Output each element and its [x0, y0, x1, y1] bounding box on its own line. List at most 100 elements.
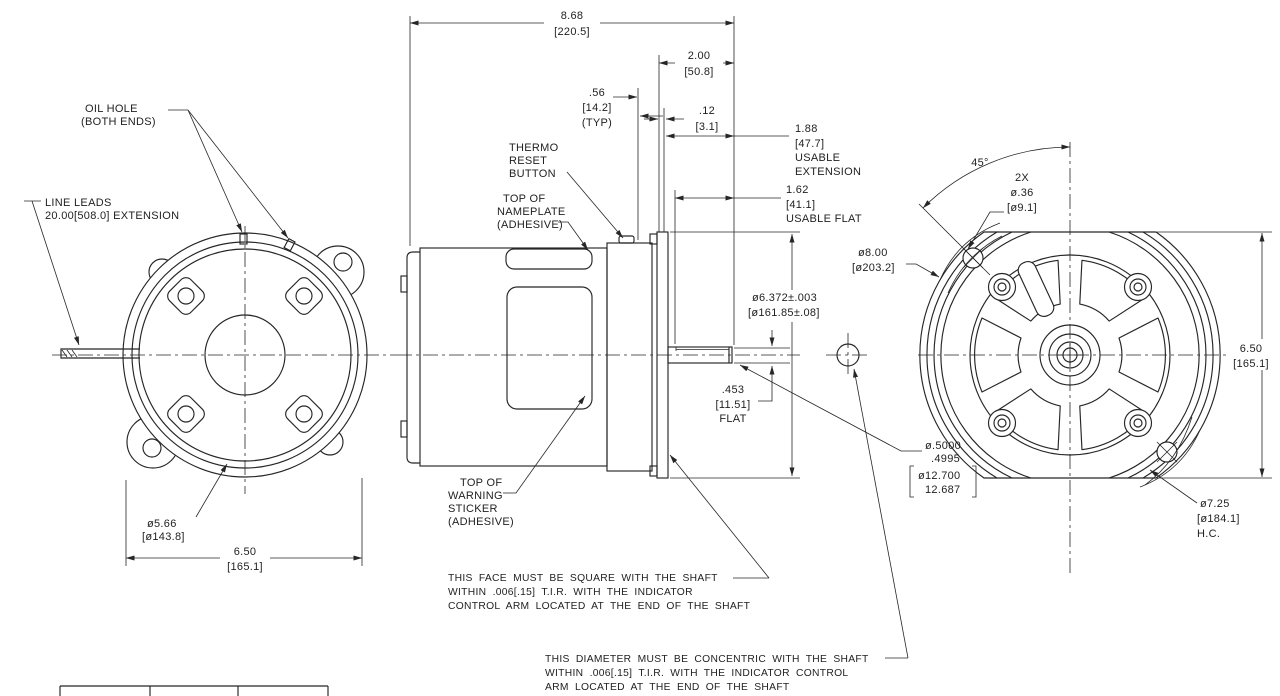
note-concentric-2: WITHIN .006[.15] T.I.R. WITH THE INDICAT… [545, 668, 848, 679]
front-view [739, 142, 1276, 575]
shaft-dia-mm-min: 12.687 [925, 484, 960, 496]
usable-flat-word: USABLE FLAT [786, 213, 862, 225]
title-block [59, 685, 329, 696]
usable-ext-word1: USABLE [795, 152, 840, 164]
thermo-reset-button [618, 235, 635, 244]
ear-hole [333, 252, 353, 272]
thermo-label2: RESET [509, 155, 547, 167]
mount-holes-value: ø.36 [1010, 187, 1033, 199]
extension-lines [409, 16, 735, 345]
nameplate-leader [558, 221, 589, 251]
overall-length-value: 8.68 [561, 10, 584, 22]
face-offset-metric: [3.1] [696, 121, 719, 133]
warning-sticker [506, 286, 593, 410]
datum-target [826, 333, 870, 377]
nameplate-label3: (ADHESIVE) [497, 219, 563, 231]
through-bolt [400, 420, 408, 438]
rear-width-value: 6.50 [234, 546, 257, 558]
face-offset-value: .12 [699, 105, 715, 117]
thermo-label3: BUTTON [509, 168, 556, 180]
front-endbell [606, 242, 653, 472]
typ-metric: [14.2] [582, 102, 611, 114]
oil-hole [239, 233, 248, 245]
line-leads-wire [60, 348, 140, 359]
thermo-label1: THERMO [509, 142, 559, 154]
inner-dia-metric: [ø143.8] [142, 531, 185, 543]
front-height-dimension [1157, 231, 1276, 479]
shaft-flat-metric: [11.51] [716, 399, 751, 411]
outer-dia-metric: [ø203.2] [852, 262, 895, 274]
rear-width-dimension [125, 478, 363, 574]
hole-circle-abbr: H.C. [1197, 528, 1220, 540]
outer-dia-value: ø8.00 [858, 247, 888, 259]
shaft-flat-dimension [734, 330, 790, 402]
shaft-length-value: 2.00 [688, 50, 711, 62]
mount-holes-qty: 2X [1015, 172, 1029, 184]
warning-label1: TOP OF [460, 477, 502, 489]
note-face-square-2: WITHIN .006[.15] T.I.R. WITH THE INDICAT… [448, 587, 693, 598]
nameplate-label2: NAMEPLATE [497, 206, 566, 218]
bolt-tabs [167, 277, 323, 433]
warning-label4: (ADHESIVE) [448, 516, 514, 528]
oil-hole-label2: (BOTH ENDS) [81, 116, 156, 128]
angle-value: 45° [971, 157, 989, 169]
warning-label2: WARNING [448, 490, 503, 502]
shaft-flat-value: .453 [722, 384, 745, 396]
note-leaders [669, 368, 909, 659]
mounting-hole-leader [967, 211, 1004, 250]
note-face-square-1: THIS FACE MUST BE SQUARE WITH THE SHAFT [448, 573, 718, 584]
line-leads-leader [24, 200, 80, 346]
shaft-length-metric: [50.8] [684, 66, 713, 78]
typ-value: .56 [589, 87, 605, 99]
front-height-metric: [165.1] [1233, 358, 1269, 370]
hole-circle-value: ø7.25 [1200, 498, 1230, 510]
line-leads-label2: 20.00[508.0] EXTENSION [45, 210, 179, 222]
keyway-slot [1017, 260, 1055, 318]
inner-dia-value: ø5.66 [147, 518, 177, 530]
note-face-square-3: CONTROL ARM LOCATED AT THE END OF THE SH… [448, 601, 751, 612]
rear-endcap [406, 251, 420, 464]
motor-shell [419, 247, 608, 467]
usable-ext-metric: [47.7] [795, 138, 824, 150]
ear-hole [142, 438, 162, 458]
side-view [397, 7, 909, 659]
thermo-leader [566, 171, 624, 239]
nameplate-label1: TOP OF [503, 193, 545, 205]
hole-circle-leader [1149, 469, 1198, 504]
warning-leader [503, 395, 586, 494]
oil-hole-leader [168, 109, 289, 239]
flange-dia-value: ø6.372±.003 [752, 292, 817, 304]
front-height-value: 6.50 [1240, 343, 1263, 355]
shaft-flat-word: FLAT [719, 413, 746, 425]
bracket-right [972, 465, 977, 498]
angle-dimension [918, 144, 1071, 276]
note-concentric-1: THIS DIAMETER MUST BE CONCENTRIC WITH TH… [545, 654, 869, 665]
assembly-screws [987, 272, 1153, 438]
shaft-dia-mm-max: ø12.700 [918, 470, 960, 482]
hole-circle-metric: [ø184.1] [1197, 513, 1240, 525]
warning-label3: STICKER [448, 503, 498, 515]
usable-ext-word2: EXTENSION [795, 166, 861, 178]
mount-holes-metric: [ø9.1] [1007, 202, 1037, 214]
shaft-dia-in-max: ø.5000 [925, 440, 961, 452]
line-leads-label: LINE LEADS [45, 197, 112, 209]
typ-note: (TYP) [582, 117, 612, 129]
usable-ext-value: 1.88 [795, 123, 818, 135]
usable-flat-value: 1.62 [786, 184, 809, 196]
bracket-left [909, 465, 914, 498]
shaft-dia-in-min: .4995 [931, 453, 960, 465]
flange-diameter-dimension [670, 231, 800, 479]
usable-flat-metric: [41.1] [786, 199, 815, 211]
rear-view [24, 109, 397, 574]
flange-dia-metric: [ø161.85±.08] [748, 307, 820, 319]
overall-length-metric: [220.5] [554, 26, 590, 38]
nameplate [505, 248, 593, 270]
through-bolt [400, 275, 408, 293]
oil-hole [283, 237, 296, 252]
outer-dia-leader [906, 263, 940, 278]
note-concentric-3: ARM LOCATED AT THE END OF THE SHAFT [545, 682, 790, 693]
oil-hole-label: OIL HOLE [85, 103, 138, 115]
shaft-dia-leader [739, 364, 922, 452]
